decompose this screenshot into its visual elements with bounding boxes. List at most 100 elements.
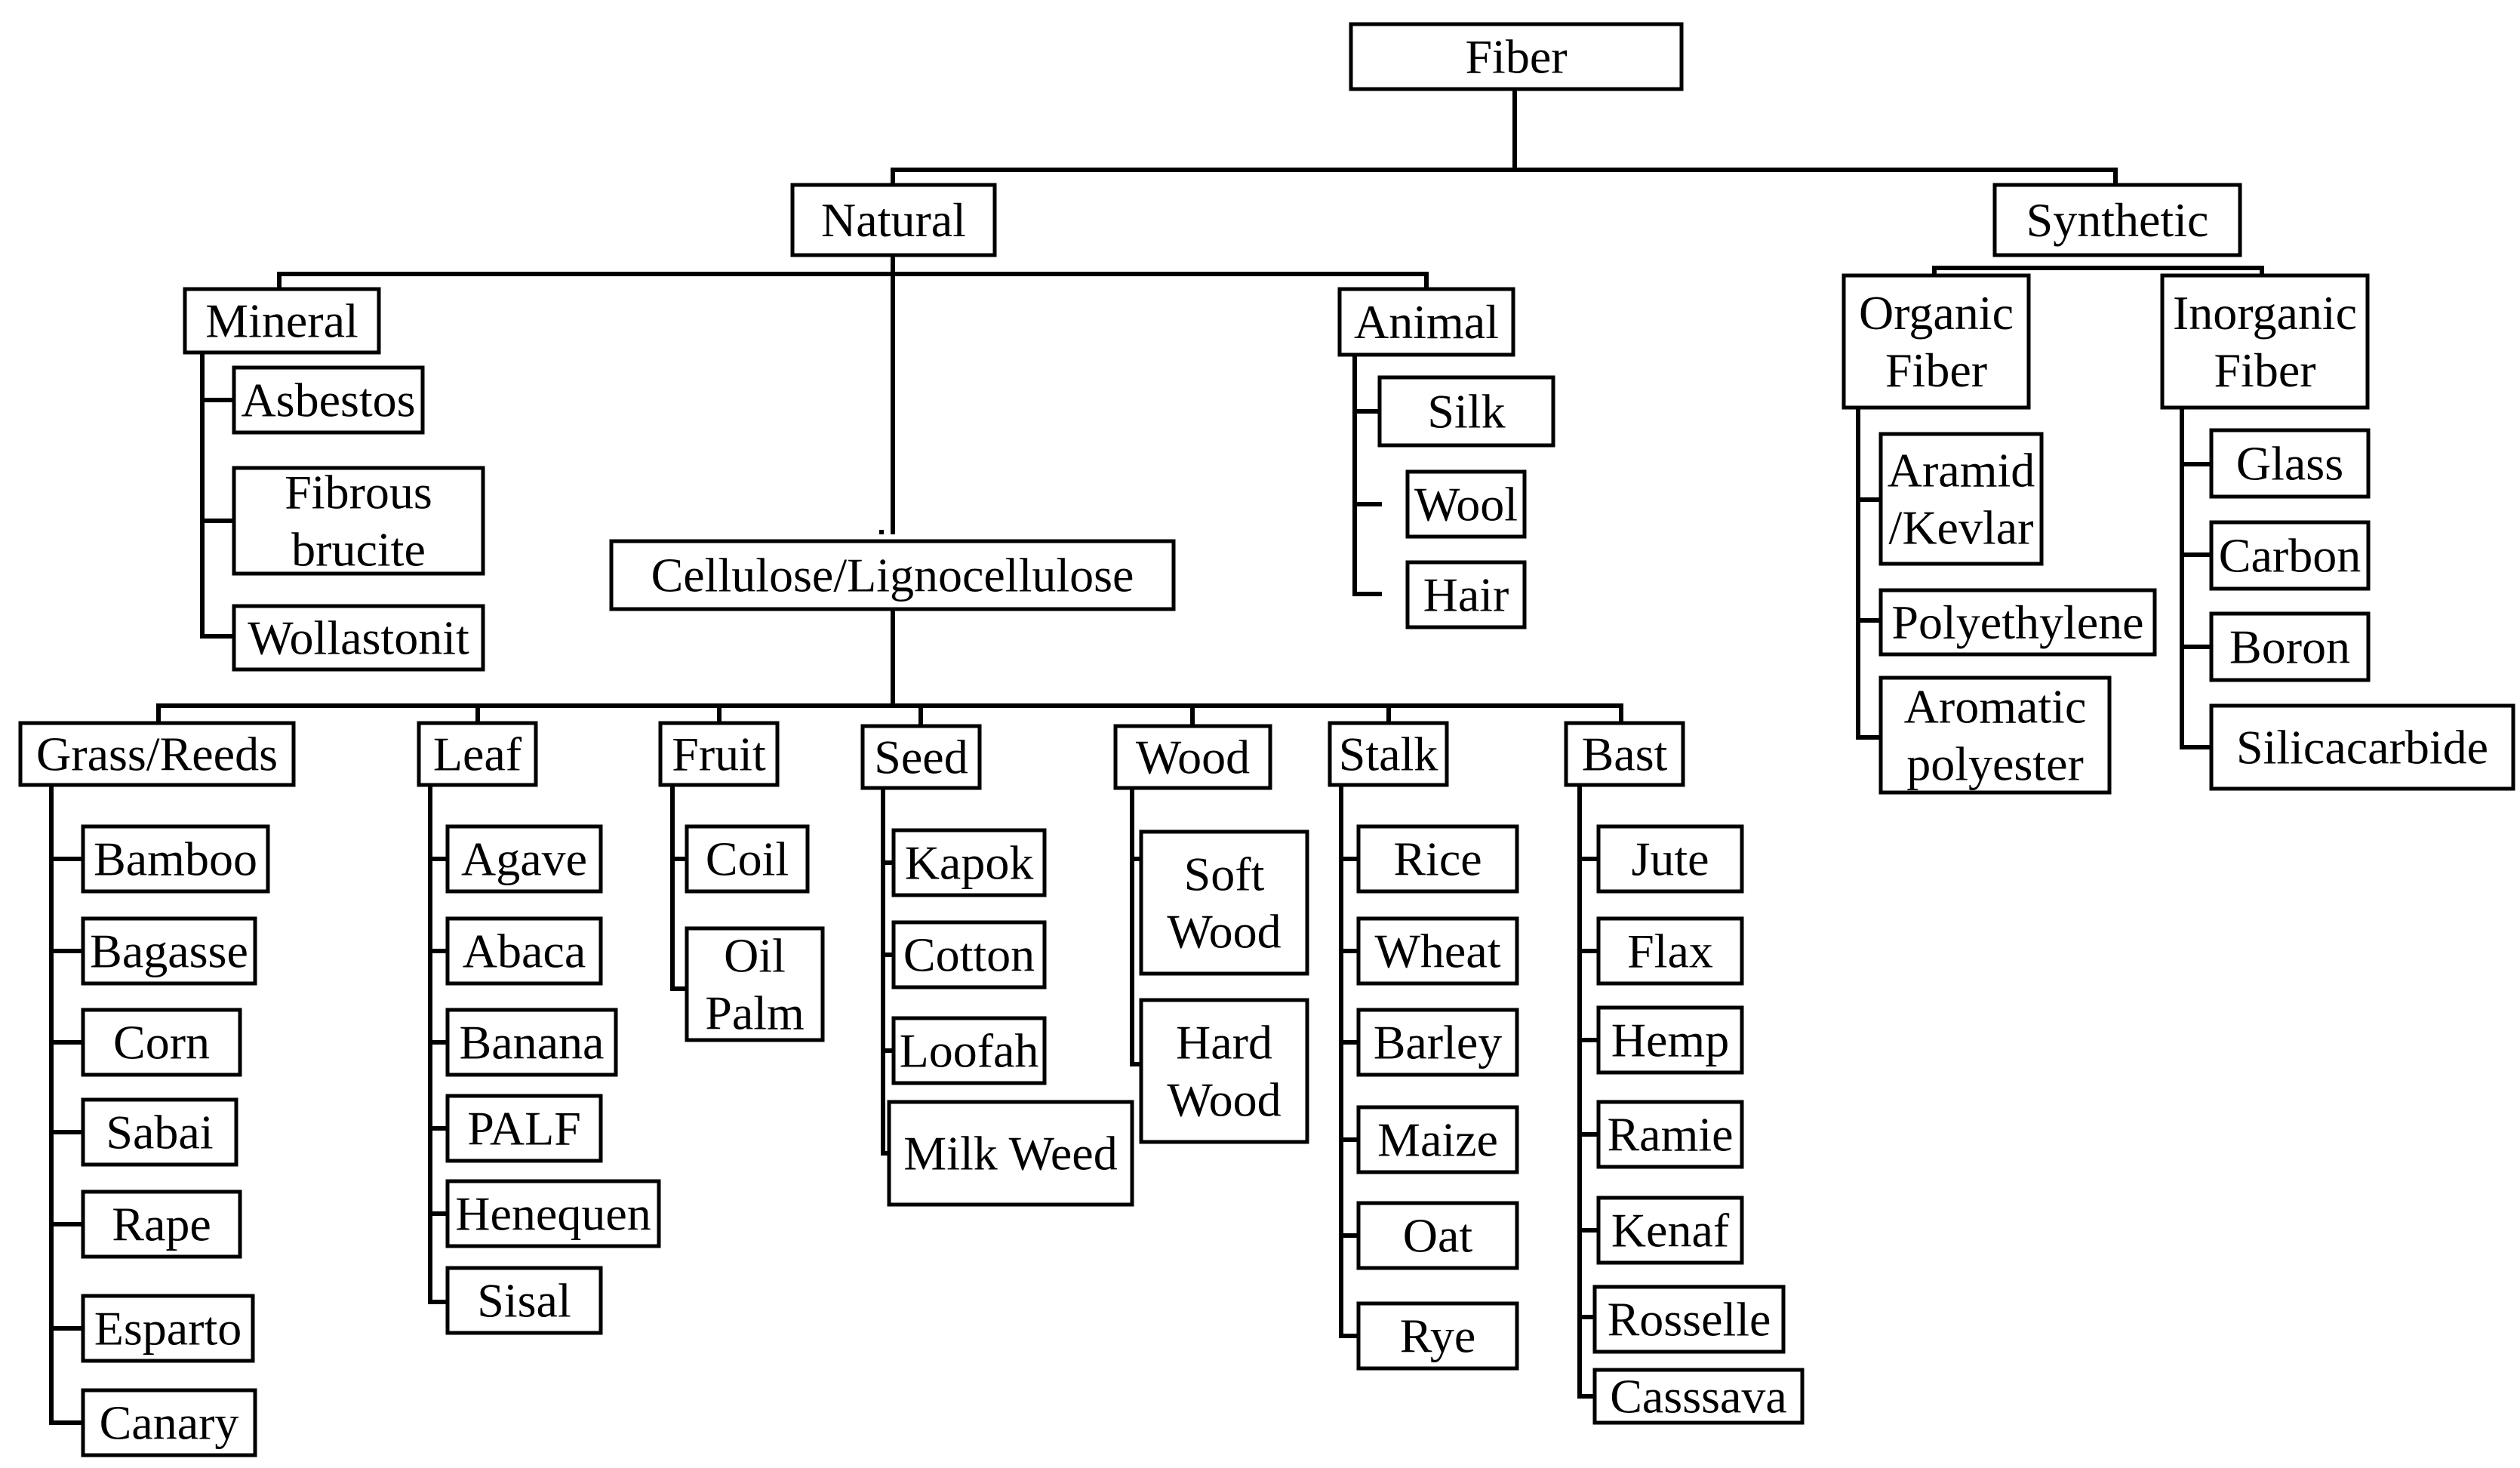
- node-kapok: Kapok: [891, 828, 1047, 897]
- node-polyethylene: Polyethylene: [1878, 588, 2157, 657]
- node-label: Aromatic: [1904, 680, 2087, 734]
- node-bagasse: Bagasse: [81, 916, 257, 986]
- node-label: /Kevlar: [1889, 501, 2034, 555]
- node-box: [1337, 287, 1515, 357]
- node-box: [445, 916, 603, 986]
- node-seed: Seed: [860, 724, 982, 790]
- node-box: [1349, 22, 1684, 91]
- node-label: Wollastonit: [248, 611, 469, 665]
- node-box: [1878, 432, 2044, 566]
- node-label: Banana: [460, 1016, 605, 1069]
- node-milk-weed: Milk Weed: [887, 1100, 1134, 1207]
- node-box: [1113, 724, 1272, 790]
- node-box: [1328, 721, 1449, 787]
- node-sisal: Sisal: [445, 1266, 603, 1335]
- node-label: Mineral: [205, 294, 358, 348]
- node-box: [1878, 588, 2157, 657]
- node-label: brucite: [291, 523, 426, 577]
- node-maize: Maize: [1356, 1105, 1519, 1174]
- node-corn: Corn: [81, 1008, 242, 1077]
- node-box: [445, 1179, 661, 1248]
- node-label: Polyethylene: [1891, 596, 2143, 649]
- node-label: Flax: [1627, 925, 1713, 978]
- node-henequen: Henequen: [445, 1179, 661, 1248]
- node-label: Rice: [1393, 832, 1482, 886]
- node-box: [1992, 183, 2242, 257]
- node-rape: Rape: [81, 1189, 242, 1259]
- node-box: [232, 365, 425, 435]
- node-oat: Oat: [1356, 1201, 1519, 1270]
- node-cellulose: Cellulose/Lignocellulose: [609, 539, 1176, 611]
- node-label: Cotton: [903, 928, 1035, 982]
- node-canary: Canary: [81, 1388, 257, 1457]
- node-label: polyester: [1906, 737, 2084, 791]
- node-kenaf: Kenaf: [1596, 1196, 1744, 1265]
- node-abaca: Abaca: [445, 916, 603, 986]
- node-box: [232, 604, 485, 672]
- node-box: [860, 724, 982, 790]
- node-palf: PALF: [445, 1094, 603, 1163]
- node-rosselle: Rosselle: [1592, 1285, 1786, 1354]
- node-label: Silk: [1427, 385, 1505, 439]
- node-label: Casssava: [1610, 1370, 1787, 1423]
- node-flax: Flax: [1596, 916, 1744, 986]
- node-label: Fiber: [2214, 343, 2315, 397]
- node-box: [891, 1016, 1047, 1085]
- node-label: Ramie: [1607, 1108, 1733, 1162]
- node-label: Synthetic: [2026, 193, 2209, 247]
- node-fruit: Fruit: [658, 721, 780, 787]
- node-label: Rye: [1400, 1310, 1476, 1363]
- node-label: Oat: [1403, 1209, 1473, 1263]
- node-box: [81, 824, 270, 894]
- node-label: Organic: [1859, 286, 2014, 340]
- node-label: Leaf: [433, 728, 522, 781]
- node-label: Maize: [1377, 1113, 1498, 1167]
- node-hemp: Hemp: [1596, 1005, 1744, 1075]
- node-leaf: Leaf: [417, 721, 538, 787]
- node-esparto: Esparto: [81, 1294, 255, 1363]
- node-box: [1356, 916, 1519, 986]
- node-box: [1596, 1196, 1744, 1265]
- node-boron: Boron: [2209, 611, 2371, 682]
- node-grass-reeds: Grass/Reeds: [18, 721, 296, 787]
- node-box: [685, 824, 810, 894]
- node-label: Fiber: [1465, 30, 1567, 84]
- node-label: Rosselle: [1608, 1293, 1771, 1346]
- node-label: Wool: [1414, 478, 1518, 531]
- node-box: [81, 1097, 238, 1167]
- node-box: [1139, 998, 1309, 1144]
- node-wool: Wool: [1405, 469, 1527, 539]
- node-glass: Glass: [2209, 428, 2371, 499]
- node-label: Agave: [461, 832, 587, 886]
- node-box: [790, 183, 997, 257]
- node-label: Henequen: [455, 1187, 651, 1241]
- node-box: [81, 1189, 242, 1259]
- node-box: [2209, 520, 2371, 591]
- node-box: [609, 539, 1176, 611]
- node-label: Bamboo: [94, 832, 257, 886]
- node-label: Grass/Reeds: [36, 728, 278, 781]
- node-casssava: Casssava: [1592, 1368, 1805, 1425]
- node-label: Hair: [1423, 568, 1509, 622]
- node-box: [1842, 273, 2031, 410]
- node-label: Silicacarbide: [2236, 721, 2488, 774]
- node-stalk: Stalk: [1328, 721, 1449, 787]
- node-label: Corn: [113, 1016, 210, 1069]
- node-fiber: Fiber: [1349, 22, 1684, 91]
- node-label: Sisal: [477, 1274, 571, 1328]
- node-label: Kapok: [905, 836, 1034, 890]
- node-box: [1356, 824, 1519, 894]
- node-label: Palm: [705, 986, 805, 1040]
- node-label: Oil: [724, 929, 786, 983]
- node-box: [1596, 1005, 1744, 1075]
- node-label: Rape: [112, 1198, 211, 1251]
- node-label: Hard: [1176, 1016, 1272, 1069]
- node-label: Asbestos: [241, 374, 415, 427]
- node-box: [445, 1094, 603, 1163]
- node-box: [81, 1008, 242, 1077]
